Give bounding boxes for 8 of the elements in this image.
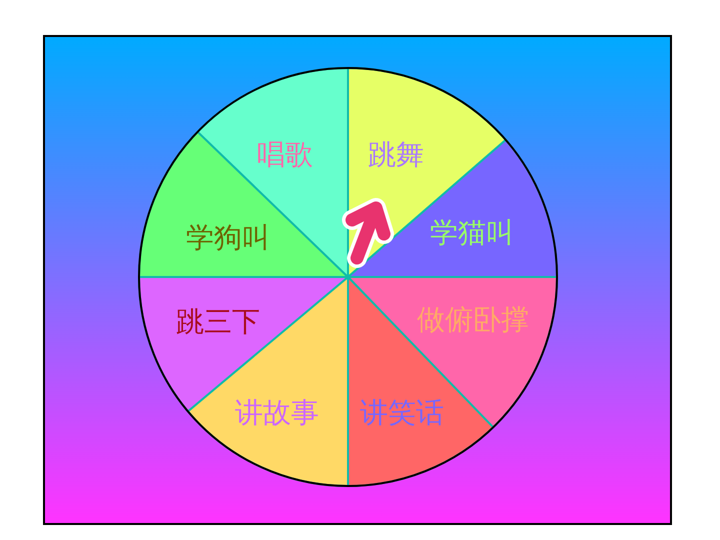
slice-label: 做俯卧撑 [417,302,529,338]
slice-label: 学狗叫 [186,220,270,256]
slice-label: 讲故事 [234,395,319,431]
slice-label: 跳三下 [176,304,260,340]
slice-label: 学猫叫 [430,214,514,251]
slice-label: 唱歌 [256,137,313,173]
slice-label: 跳舞 [368,137,424,173]
slice-label: 讲笑话 [360,395,444,431]
